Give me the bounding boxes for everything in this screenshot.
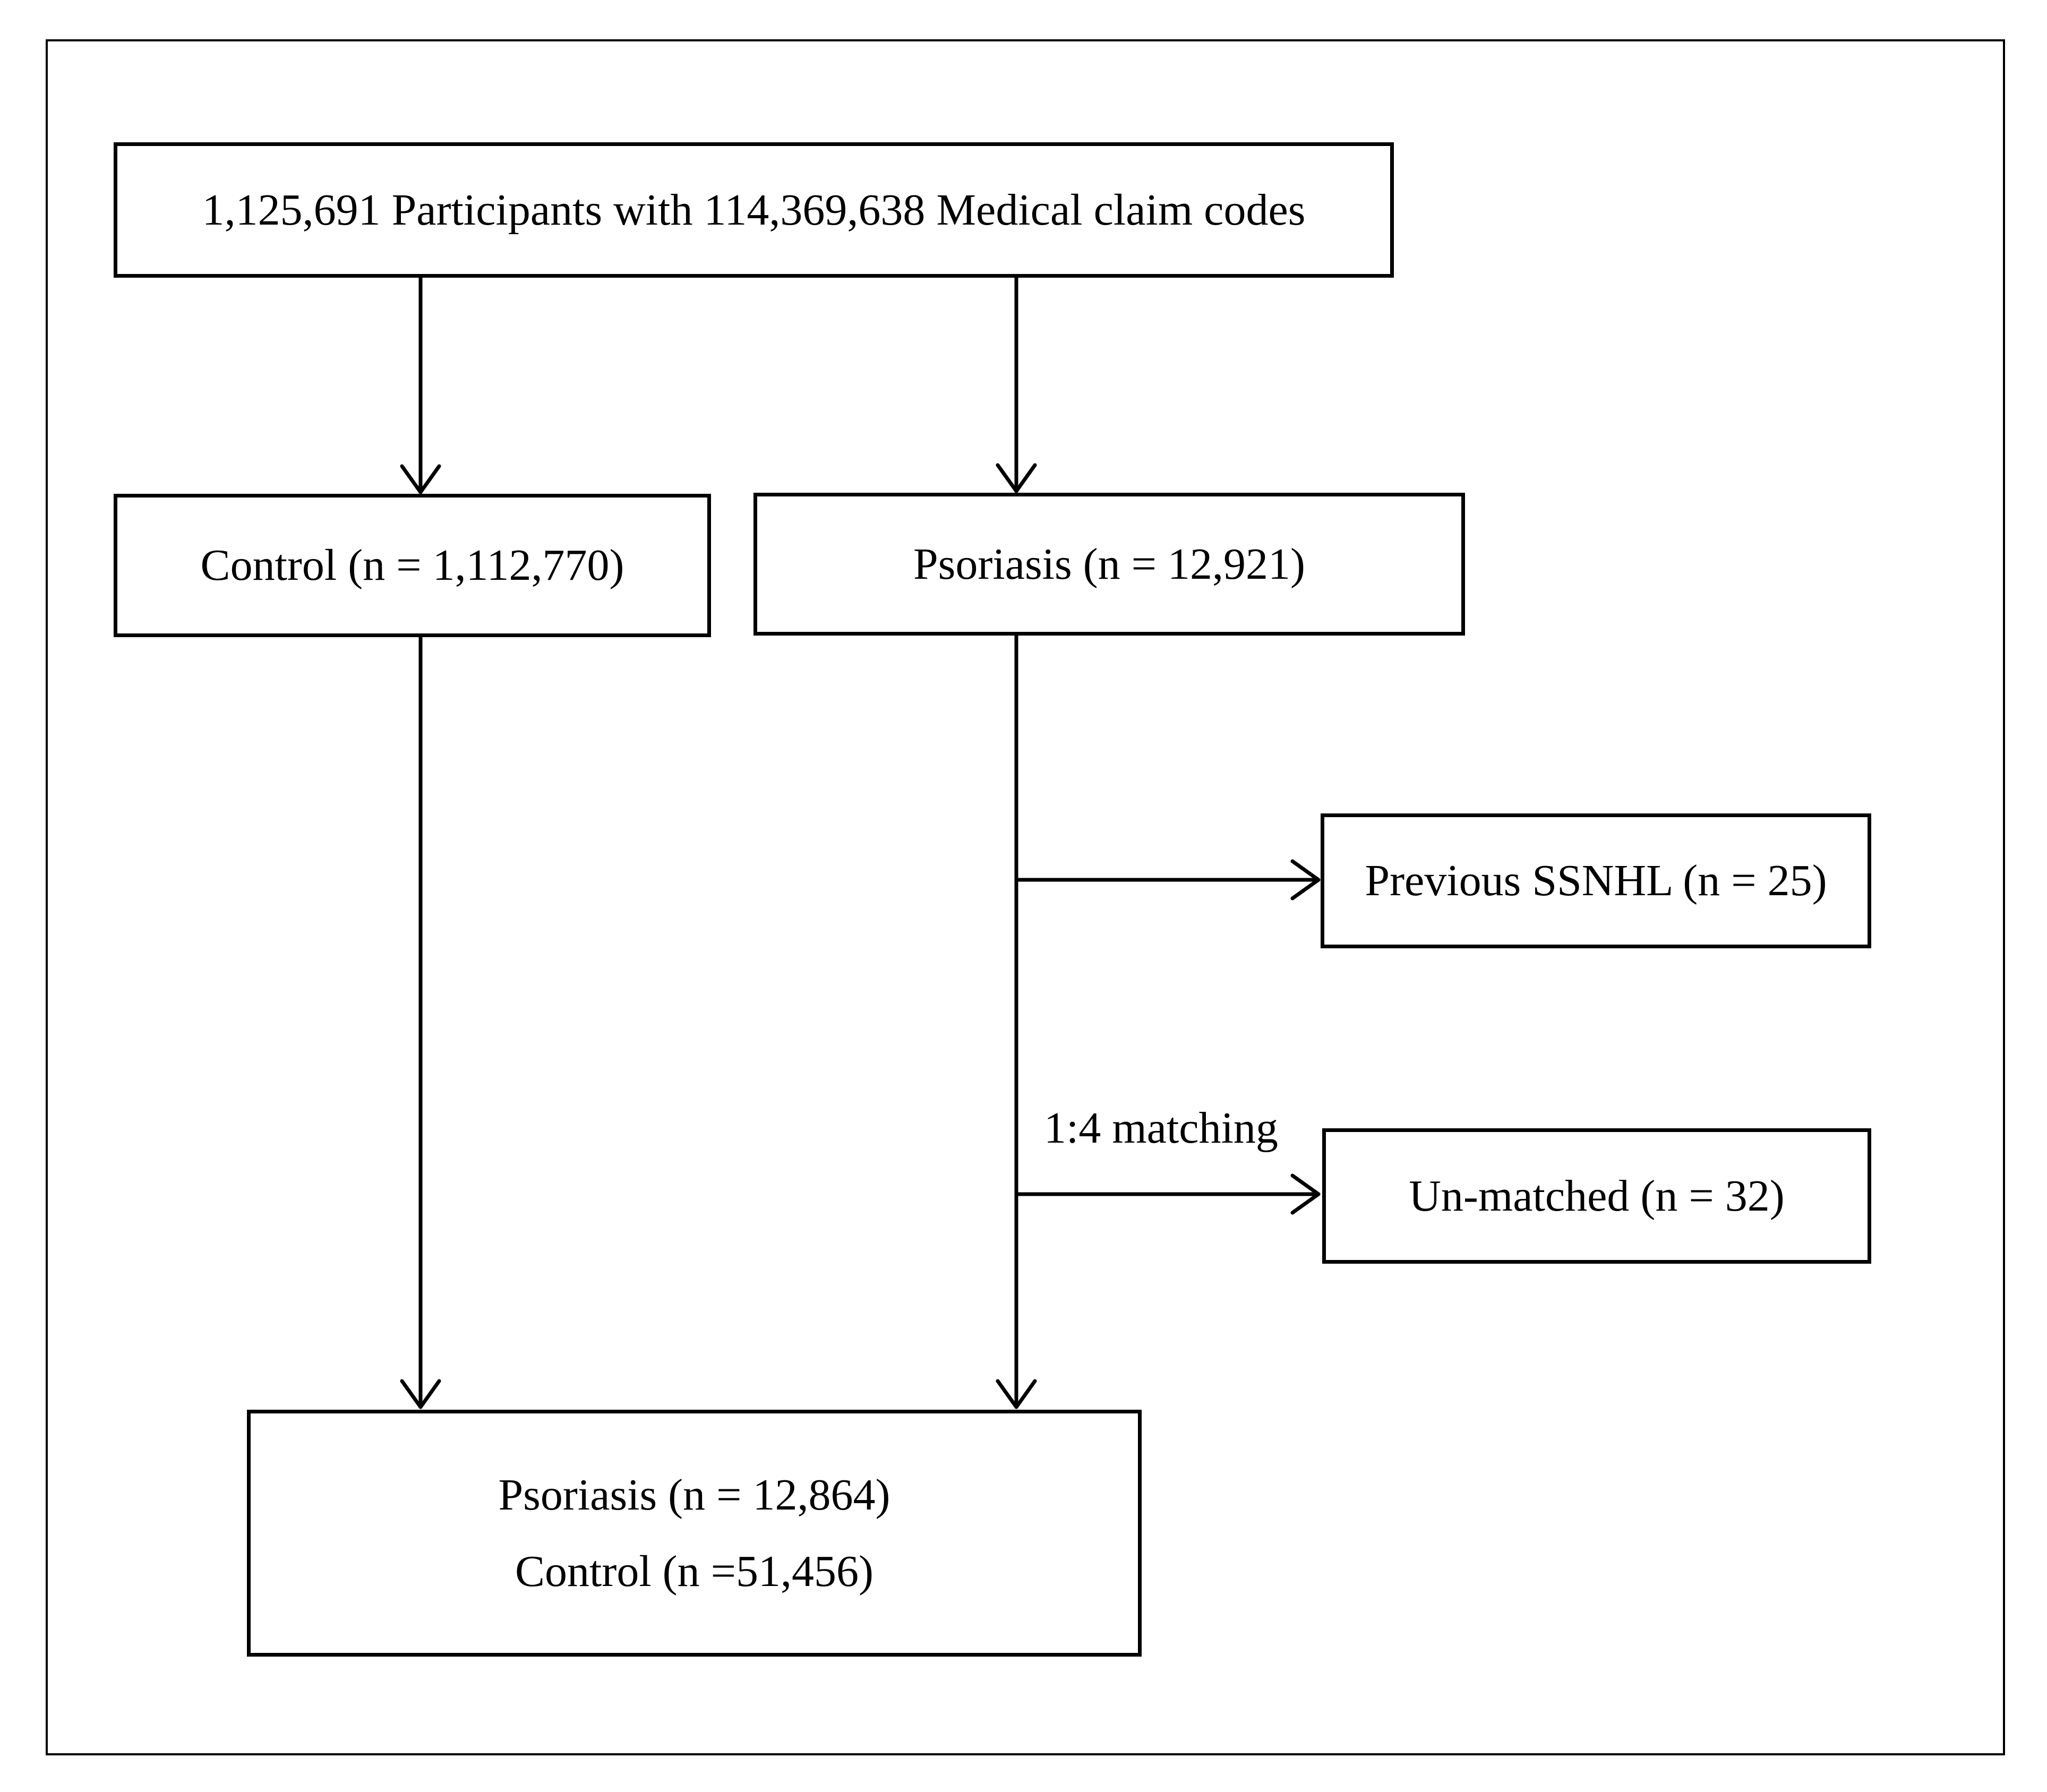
control-box: Control (n = 1,112,770) <box>114 494 711 637</box>
final-psoriasis-label: Psoriasis (n = 12,864) <box>498 1470 890 1520</box>
matching-label: 1:4 matching <box>1044 1103 1278 1153</box>
previous-ssnhl-box: Previous SSNHL (n = 25) <box>1321 813 1871 948</box>
arrowhead-final-right <box>996 1379 1037 1409</box>
unmatched-label: Un-matched (n = 32) <box>1409 1171 1785 1221</box>
arrowhead-final-left <box>400 1379 441 1409</box>
final-control-label: Control (n =51,456) <box>515 1546 873 1596</box>
participants-label: 1,125,691 Participants with 114,369,638 … <box>202 185 1306 235</box>
final-cohort-box: Psoriasis (n = 12,864) Control (n =51,45… <box>247 1410 1142 1657</box>
previous-ssnhl-label: Previous SSNHL (n = 25) <box>1365 856 1827 905</box>
arrowhead-psoriasis <box>996 463 1037 493</box>
unmatched-box: Un-matched (n = 32) <box>1322 1128 1871 1264</box>
arrowhead-unmatched <box>1290 1173 1321 1215</box>
outer-frame <box>46 39 2005 1755</box>
participants-box: 1,125,691 Participants with 114,369,638 … <box>114 142 1394 278</box>
psoriasis-label: Psoriasis (n = 12,921) <box>913 539 1306 589</box>
psoriasis-box: Psoriasis (n = 12,921) <box>753 493 1465 636</box>
arrowhead-control <box>400 464 441 494</box>
arrowhead-previous-ssnhl <box>1290 859 1321 901</box>
control-label: Control (n = 1,112,770) <box>200 541 624 590</box>
